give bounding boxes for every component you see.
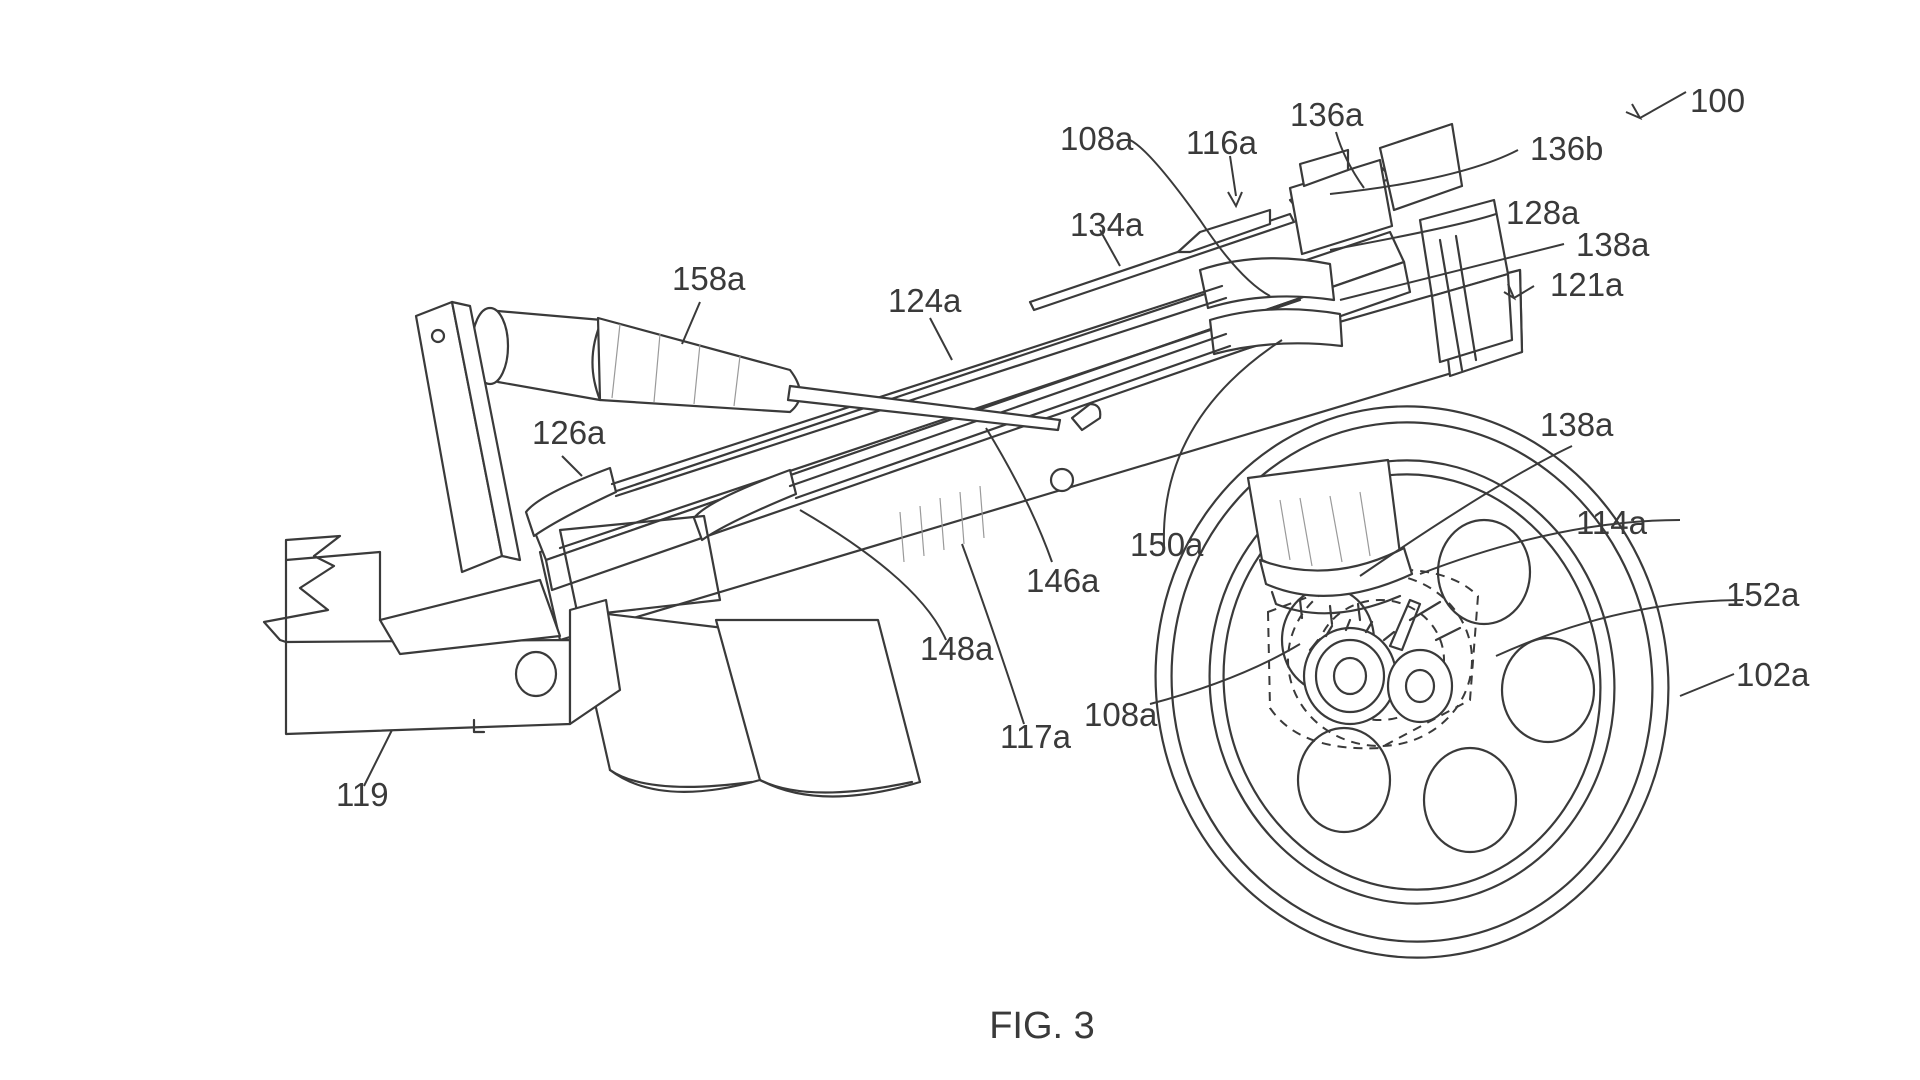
arm-124a	[524, 122, 1524, 642]
label-114a: 114a	[1576, 504, 1648, 541]
label-146a: 146a	[1026, 562, 1100, 599]
actuator-158a	[470, 306, 1062, 432]
label-148a: 148a	[920, 630, 994, 667]
label-116a: 116a	[1186, 124, 1258, 161]
motor-cylinders	[558, 514, 922, 798]
label-136a: 136a	[1290, 96, 1364, 133]
label-119: 119	[336, 776, 389, 813]
figure-caption: FIG. 3	[989, 1005, 1095, 1047]
label-124a: 124a	[888, 282, 962, 319]
label-138a-mid: 138a	[1540, 406, 1614, 443]
label-138a-top: 138a	[1576, 226, 1650, 263]
label-134a: 134a	[1070, 206, 1144, 243]
label-100: 100	[1690, 82, 1745, 119]
label-128a: 128a	[1506, 194, 1580, 231]
label-126a: 126a	[532, 414, 606, 451]
label-121a: 121a	[1550, 266, 1624, 303]
label-150a: 150a	[1130, 526, 1204, 563]
caster-column-150a	[1246, 458, 1414, 626]
label-108a-top: 108a	[1060, 120, 1134, 157]
label-136b: 136b	[1530, 130, 1603, 167]
label-108a-low: 108a	[1084, 696, 1158, 733]
leader-lines	[363, 91, 1745, 787]
gear-assembly-108a	[1302, 598, 1462, 726]
frame-119	[262, 534, 622, 736]
mount-bracket	[414, 300, 522, 574]
label-158a: 158a	[672, 260, 746, 297]
label-152a: 152a	[1726, 576, 1800, 613]
label-102a: 102a	[1736, 656, 1810, 693]
reference-labels: 100 136a 108a 116a 136b 128a 138a 134a 1…	[336, 82, 1810, 813]
label-117a: 117a	[1000, 718, 1072, 755]
